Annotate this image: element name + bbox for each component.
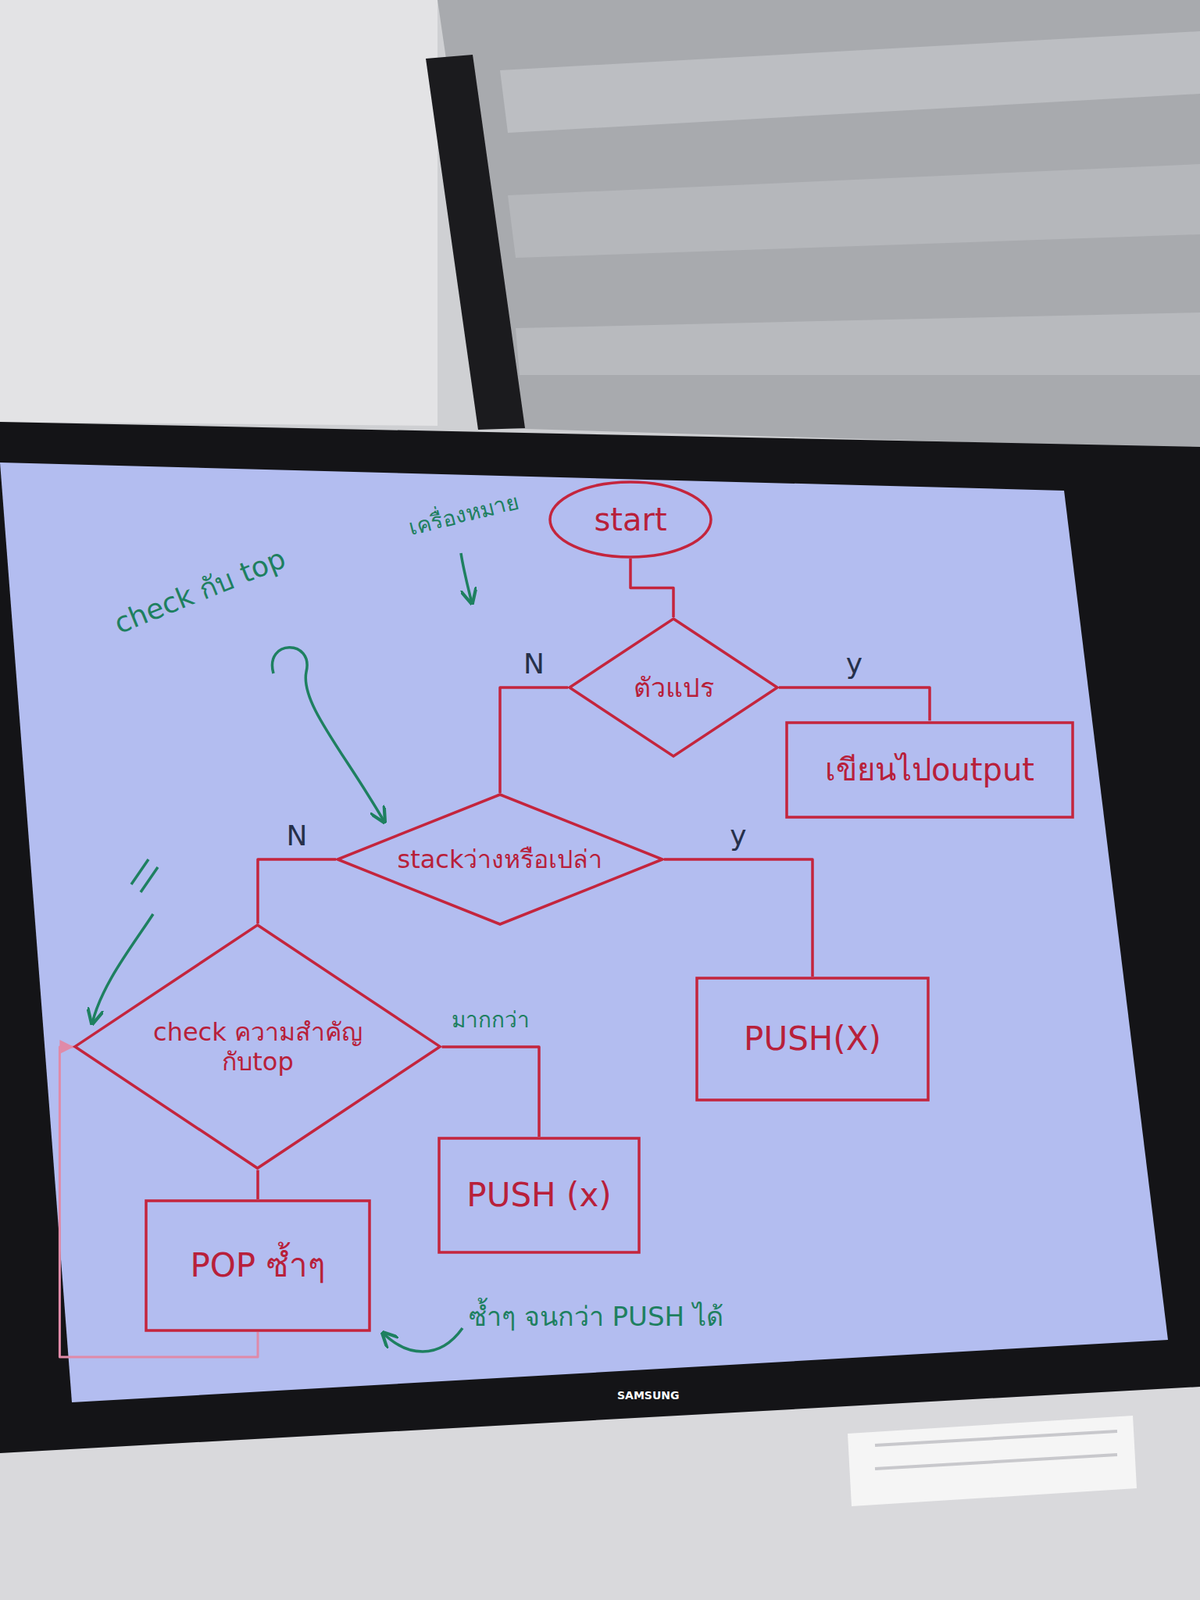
tick-mark	[131, 859, 149, 885]
annotation-note: ซ้ำๆ จนกว่า PUSH ได้	[468, 1300, 724, 1333]
node-label: POP ซ้ำๆ	[189, 1246, 325, 1286]
annotation-arrow	[92, 914, 154, 1024]
decision-diamond: ตัวแปร	[567, 617, 779, 758]
brand-logo: SAMSUNG	[617, 1389, 680, 1403]
diamond-shape	[75, 925, 440, 1168]
edge-label: y	[729, 818, 747, 853]
node-label: ตัวแปร	[633, 671, 715, 704]
flow-connector	[442, 1046, 540, 1137]
flow-connector	[630, 558, 674, 618]
edge-label: N	[286, 818, 308, 853]
flow-connector	[664, 859, 813, 977]
ceiling-light	[847, 1415, 1137, 1507]
rect-shape	[786, 722, 1073, 818]
node-label: เขียนไปoutput	[825, 750, 1035, 789]
decision-diamond: check ความสำคัญ กับtop	[73, 923, 442, 1170]
decision-diamond: stackว่างหรือเปล่า	[335, 792, 665, 926]
annotation-arrow	[382, 1328, 463, 1352]
annotation-arrow	[460, 553, 472, 604]
annotation-arrow	[271, 647, 385, 822]
tv-screen	[0, 462, 1168, 1403]
light-slat	[875, 1454, 1118, 1469]
diamond-shape	[569, 618, 778, 757]
light-slat	[875, 1431, 1118, 1446]
process-box: PUSH (x)	[437, 1136, 641, 1254]
annotation-note: เครื่องหมาย	[406, 488, 522, 541]
ceiling-panel	[507, 164, 1200, 258]
rect-shape	[439, 1138, 640, 1253]
edge-label: N	[523, 646, 545, 681]
edge-label: y	[846, 646, 863, 681]
edge-label: มากกว่า	[451, 1007, 530, 1034]
flow-connector	[778, 687, 930, 722]
node-label: start	[593, 500, 667, 539]
start-terminal: start	[548, 480, 713, 559]
oval-shape	[550, 482, 711, 558]
flow-connector	[257, 859, 336, 924]
flow-connector	[256, 1170, 260, 1200]
process-box: POP ซ้ำๆ	[144, 1199, 372, 1333]
rect-shape	[146, 1200, 370, 1331]
node-label: stackว่างหรือเปล่า	[397, 844, 604, 875]
ceiling-panel	[515, 312, 1200, 375]
tv-bezel	[0, 421, 1200, 1454]
diamond-shape	[337, 794, 663, 925]
annotation-note: check กับ top	[109, 541, 291, 641]
flow-connector	[500, 687, 568, 793]
rect-shape	[696, 978, 929, 1100]
node-label: check ความสำคัญ กับtop	[140, 1017, 375, 1078]
node-label: PUSH (x)	[466, 1175, 611, 1215]
left-wall	[0, 0, 438, 426]
tick-mark	[140, 867, 158, 893]
tv-mount-pole	[425, 54, 525, 430]
process-box: PUSH(X)	[695, 976, 930, 1102]
process-box: เขียนไปoutput	[785, 721, 1075, 819]
ceiling	[437, 0, 1200, 450]
node-label: PUSH(X)	[743, 1019, 882, 1059]
ceiling-panel	[500, 31, 1200, 133]
